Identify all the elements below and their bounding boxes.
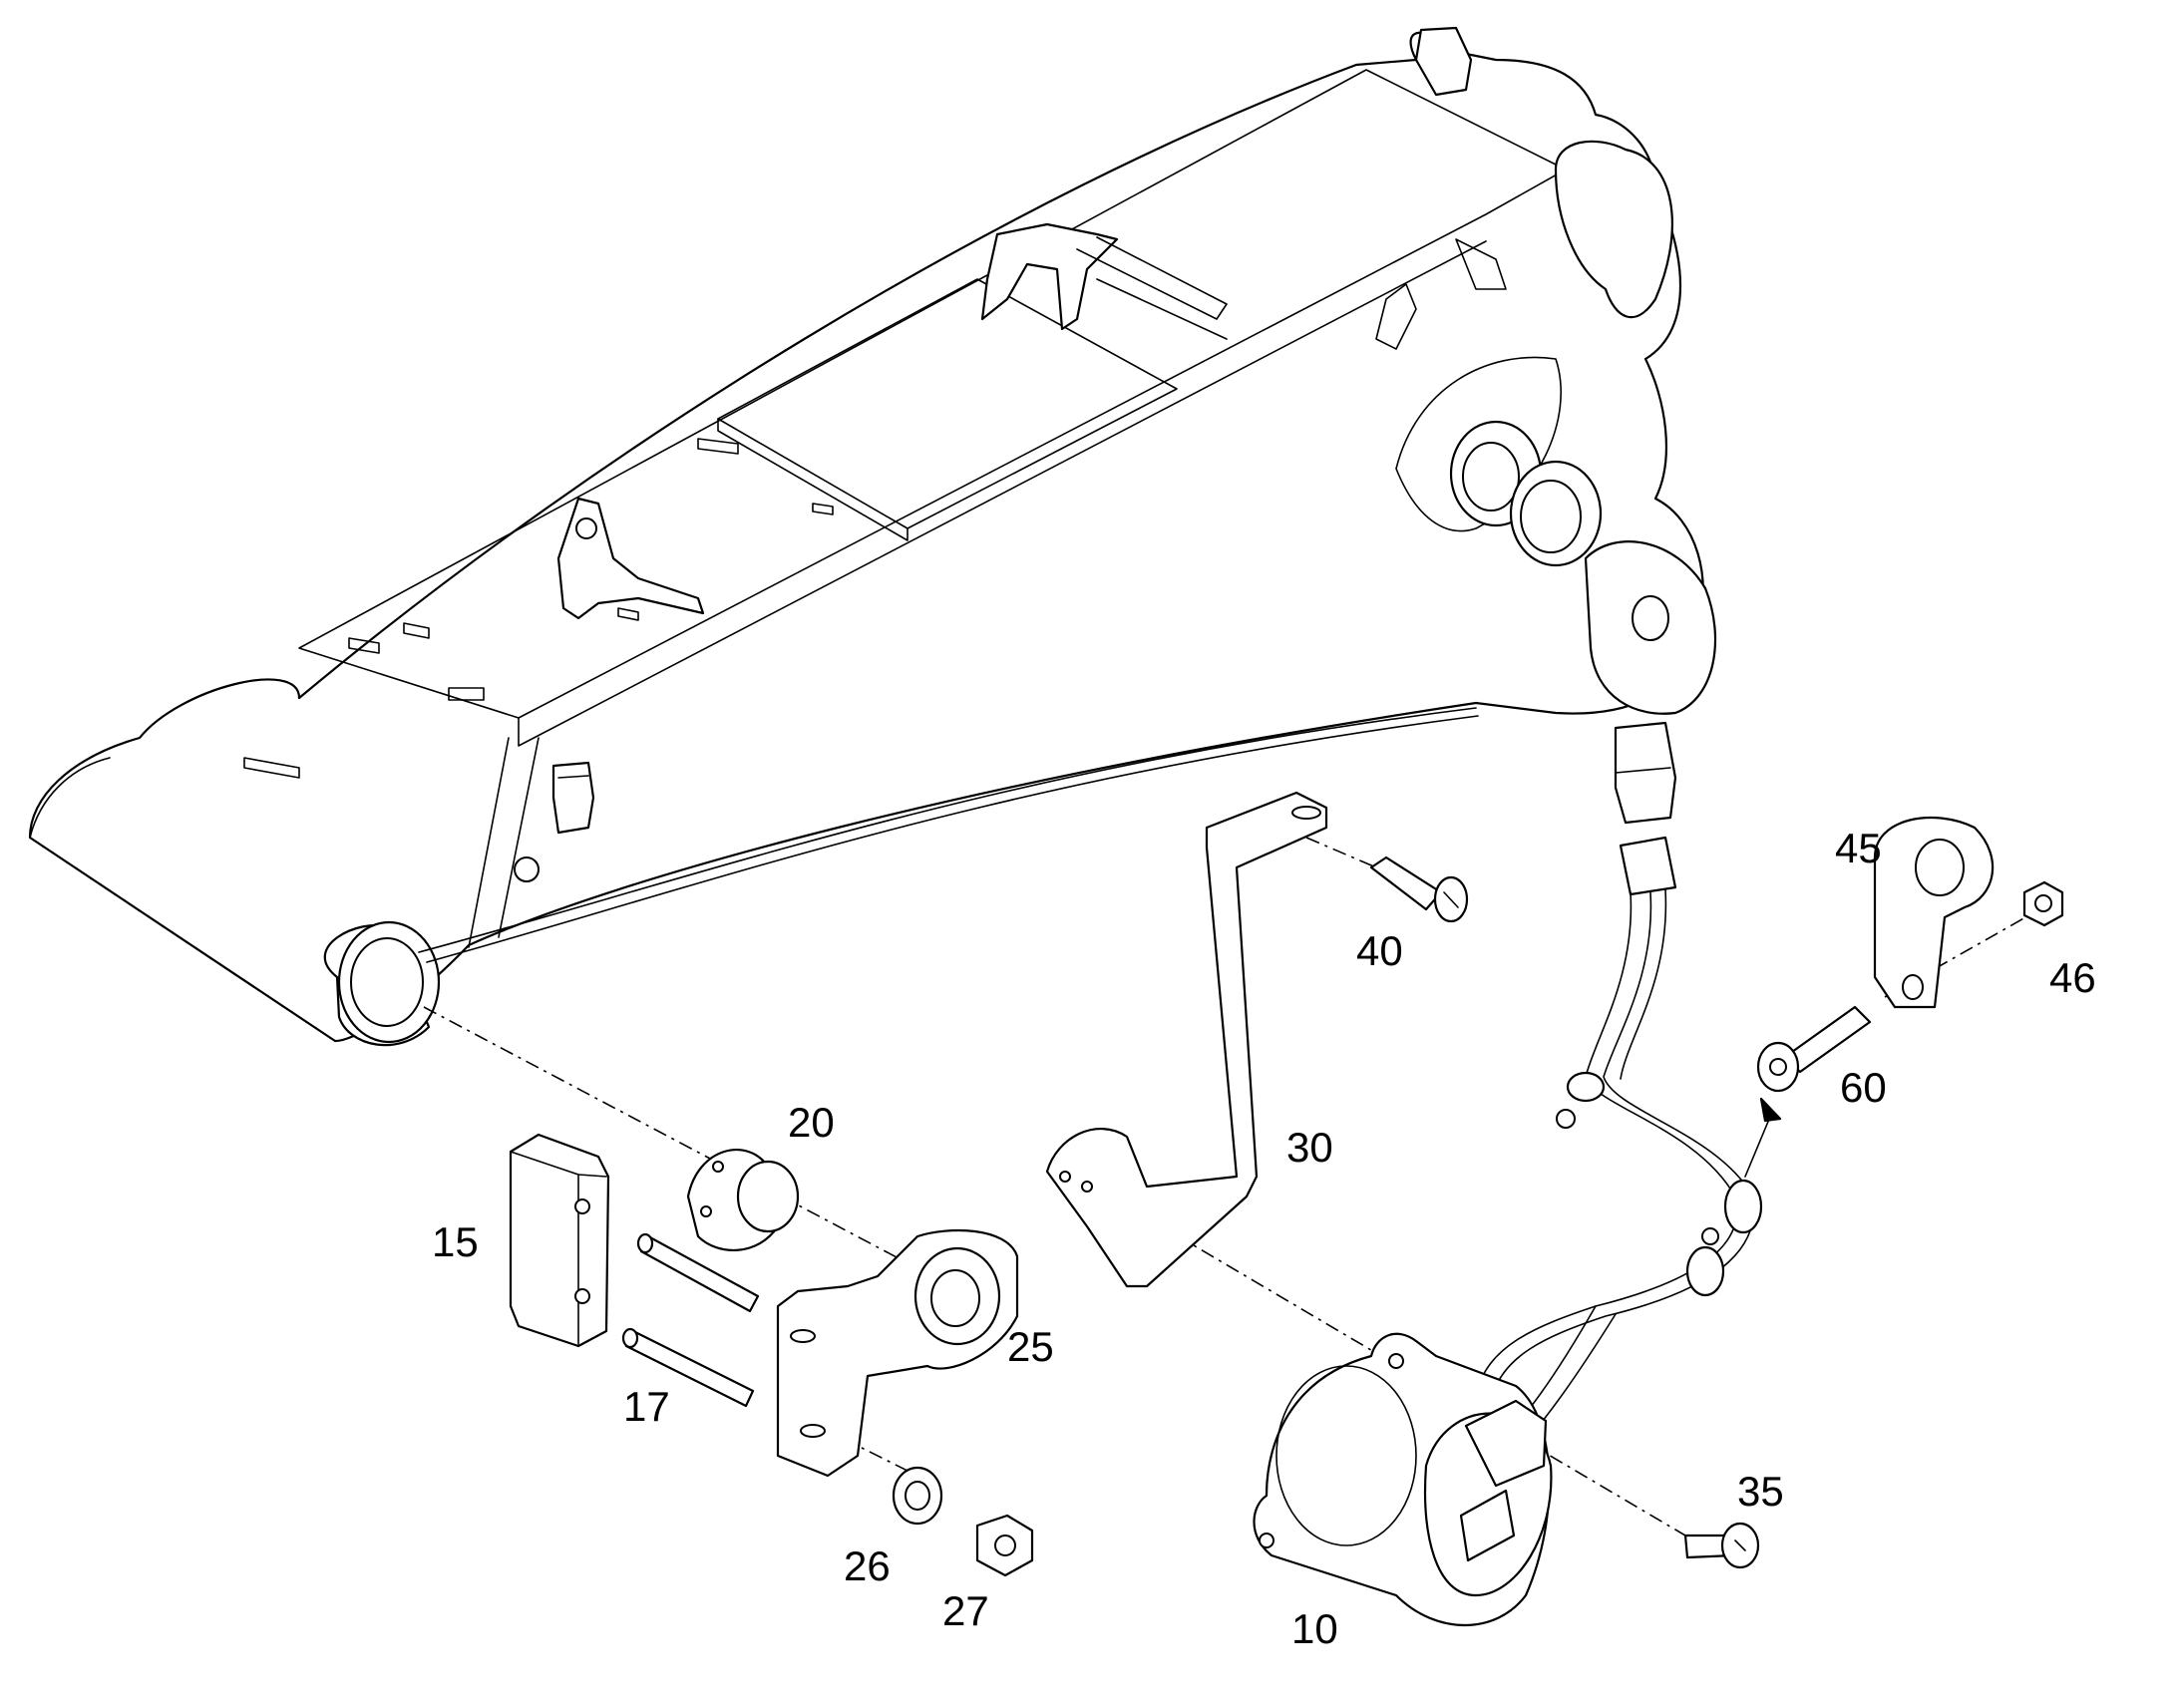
shoulder-bolt-40 xyxy=(1369,855,1469,923)
flange-bushing-20 xyxy=(686,1149,800,1252)
bracket-30 xyxy=(1045,791,1328,1288)
callout-46: 46 xyxy=(2049,954,2096,1001)
hex-nut-46 xyxy=(2022,880,2064,927)
callout-25: 25 xyxy=(1007,1323,1054,1370)
stud-17-lower xyxy=(621,1327,755,1408)
washer-26 xyxy=(892,1466,943,1526)
mounting-plate-25 xyxy=(776,1228,1019,1478)
clamp-45 xyxy=(1873,816,1995,1009)
sensor-motor-10 xyxy=(1253,1332,1553,1626)
wire-harness xyxy=(1475,836,1782,1447)
callout-35: 35 xyxy=(1737,1468,1784,1515)
callout-45: 45 xyxy=(1835,825,1882,871)
callout-30: 30 xyxy=(1286,1124,1333,1171)
harness-connector-upper xyxy=(1614,721,1677,825)
callout-17: 17 xyxy=(623,1383,670,1430)
callout-20: 20 xyxy=(788,1099,835,1146)
callout-60: 60 xyxy=(1840,1064,1887,1111)
callout-labels: 10 15 17 20 25 26 27 30 35 40 45 46 60 xyxy=(432,825,2096,1652)
flat-head-screw-35 xyxy=(1683,1522,1760,1569)
cap-screw-60 xyxy=(1756,1005,1872,1093)
callout-40: 40 xyxy=(1356,927,1403,974)
callout-27: 27 xyxy=(942,1587,989,1634)
stud-17-upper xyxy=(636,1232,760,1313)
callout-10: 10 xyxy=(1291,1605,1338,1652)
callout-26: 26 xyxy=(844,1542,891,1589)
hex-nut-27 xyxy=(975,1514,1034,1577)
boom-arm xyxy=(28,26,1717,1047)
wear-pad-15 xyxy=(509,1133,610,1348)
callout-15: 15 xyxy=(432,1218,479,1265)
